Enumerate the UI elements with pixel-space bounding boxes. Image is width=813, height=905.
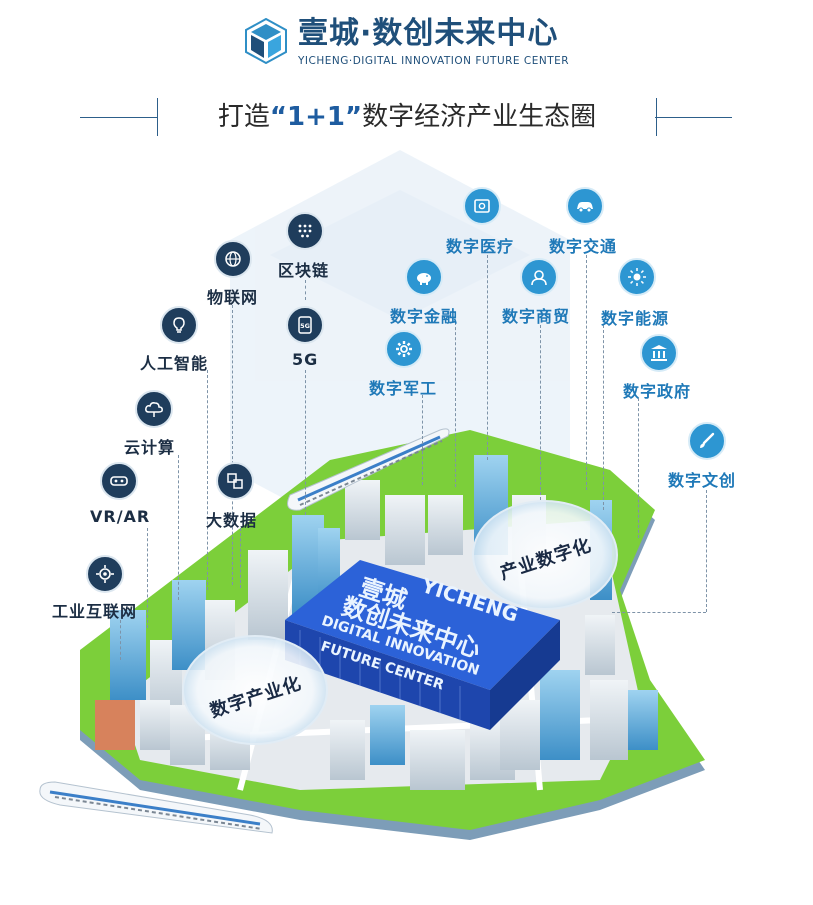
slogan-highlight: “1+1” xyxy=(269,102,363,132)
connector-ai xyxy=(207,370,208,590)
slogan-right-line xyxy=(655,117,732,118)
connector-finance xyxy=(455,322,456,487)
center-building-complex xyxy=(285,560,560,730)
label-blockchain: 区块链 xyxy=(278,261,330,280)
label-cloud-computing: 云计算 xyxy=(124,438,176,457)
left-bubble xyxy=(182,635,328,745)
label-ai: 人工智能 xyxy=(140,354,209,373)
digital-transport-car-icon xyxy=(566,187,604,225)
label-digital-medical: 数字医疗 xyxy=(446,237,515,256)
lower-train xyxy=(39,781,273,834)
connector-industrial-internet xyxy=(120,620,121,660)
digital-commerce-icon xyxy=(520,258,558,296)
label-digital-finance: 数字金融 xyxy=(390,307,459,326)
digital-government-building-icon xyxy=(640,334,678,372)
connector-medical xyxy=(487,255,488,460)
label-five-g: 5G xyxy=(292,350,319,369)
connector-transport xyxy=(586,255,587,490)
digital-culture-brush-icon xyxy=(688,422,726,460)
label-industrial-internet: 工业互联网 xyxy=(52,602,138,621)
label-iot: 物联网 xyxy=(207,288,259,307)
connector-energy xyxy=(603,325,604,510)
connector-government xyxy=(638,398,639,538)
slogan-frame: 打造“1+1”数字经济产业生态圈 xyxy=(157,98,657,136)
connector-culture-v xyxy=(706,490,707,612)
connector-5g xyxy=(305,370,306,515)
blockchain-icon xyxy=(286,212,324,250)
upper-train xyxy=(287,428,450,511)
industrial-internet-icon xyxy=(86,555,124,593)
digital-finance-piggy-icon xyxy=(405,258,443,296)
five-g-icon: 5G xyxy=(286,306,324,344)
connector-bigdata xyxy=(240,528,241,588)
label-vr-ar: VR/AR xyxy=(90,507,151,526)
connector-cloud xyxy=(178,455,179,600)
digital-energy-sun-icon xyxy=(618,258,656,296)
label-digital-energy: 数字能源 xyxy=(601,309,670,328)
digital-military-gear-icon xyxy=(385,330,423,368)
slogan: 打造“1+1”数字经济产业生态圈 xyxy=(158,98,656,136)
connector-military xyxy=(422,395,423,485)
slogan-left-line xyxy=(80,117,157,118)
cloud-computing-icon xyxy=(135,390,173,428)
ai-bulb-icon xyxy=(160,306,198,344)
big-data-icon xyxy=(216,462,254,500)
slogan-suffix: 数字经济产业生态圈 xyxy=(362,102,597,132)
connector-blockchain xyxy=(305,280,306,300)
label-digital-government: 数字政府 xyxy=(623,382,692,401)
svg-text:5G: 5G xyxy=(300,322,310,330)
label-digital-commerce: 数字商贸 xyxy=(502,307,571,326)
label-digital-transport: 数字交通 xyxy=(549,237,618,256)
iot-globe-icon xyxy=(214,240,252,278)
brand-subtitle: YICHENG·DIGITAL INNOVATION FUTURE CENTER xyxy=(298,55,570,67)
label-digital-military: 数字军工 xyxy=(369,379,438,398)
connector-vr-ar xyxy=(147,528,148,628)
brand-logo-icon xyxy=(245,18,287,64)
vr-ar-icon xyxy=(100,462,138,500)
slogan-prefix: 打造 xyxy=(217,102,270,132)
connector-commerce xyxy=(540,325,541,500)
city-illustration xyxy=(39,150,705,840)
digital-medical-icon xyxy=(463,187,501,225)
label-digital-culture: 数字文创 xyxy=(668,471,737,490)
connector-iot xyxy=(232,305,233,585)
connector-culture-h xyxy=(612,612,706,613)
label-big-data: 大数据 xyxy=(206,511,258,530)
brand-title: 壹城·数创未来中心 xyxy=(298,16,559,51)
right-bubble xyxy=(472,500,618,610)
